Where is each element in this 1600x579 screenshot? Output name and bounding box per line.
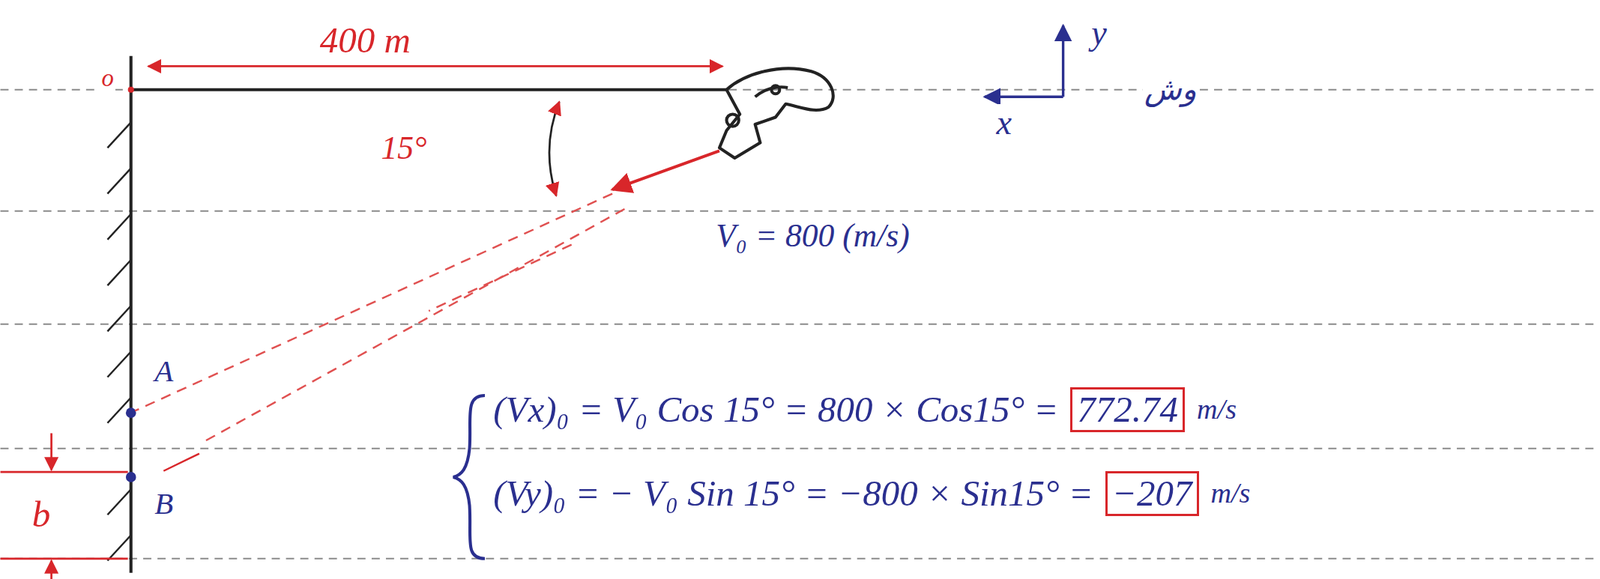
- dimension-label: 400 m: [318, 20, 413, 61]
- unit-text: m/s: [1195, 394, 1239, 426]
- unit-text: m/s: [1209, 478, 1253, 510]
- origin-dot: [128, 86, 135, 93]
- note-text: وش: [1142, 73, 1199, 108]
- axis-label: y: [1089, 14, 1109, 53]
- b-dimension: [0, 433, 129, 579]
- point-label: A: [152, 355, 175, 389]
- equation-row: (Vx)₀ = V₀ Cos 15° = 800 × Cos15° =772.7…: [491, 387, 1239, 433]
- equation-row: (Vy)₀ = − V₀ Sin 15° = −800 × Sin15° =−2…: [491, 471, 1252, 517]
- angle-label: 15°: [379, 130, 429, 167]
- axes: [984, 25, 1064, 97]
- velocity-arrow: [612, 150, 720, 190]
- equation-text: (Vy)₀ = − V₀ Sin 15° = −800 × Sin15° =: [491, 473, 1095, 515]
- origin-label: o: [99, 65, 115, 93]
- velocity-label: V₀ = 800 (m/s): [714, 218, 912, 255]
- point-label: B: [152, 487, 175, 522]
- axis-label: x: [995, 104, 1014, 143]
- equation-brace: [453, 395, 485, 560]
- point-a: [125, 407, 137, 419]
- angle-arc: [549, 101, 560, 196]
- point-b: [125, 472, 137, 483]
- dimension-arrow: [148, 65, 723, 68]
- guide-lines: [0, 89, 1600, 560]
- result-value: −207: [1105, 471, 1200, 517]
- dimension-label: b: [30, 494, 53, 536]
- result-value: 772.74: [1070, 387, 1185, 433]
- leader-line: [163, 454, 200, 472]
- gun-symbol: [719, 68, 834, 159]
- equation-text: (Vx)₀ = V₀ Cos 15° = 800 × Cos15° =: [491, 389, 1060, 431]
